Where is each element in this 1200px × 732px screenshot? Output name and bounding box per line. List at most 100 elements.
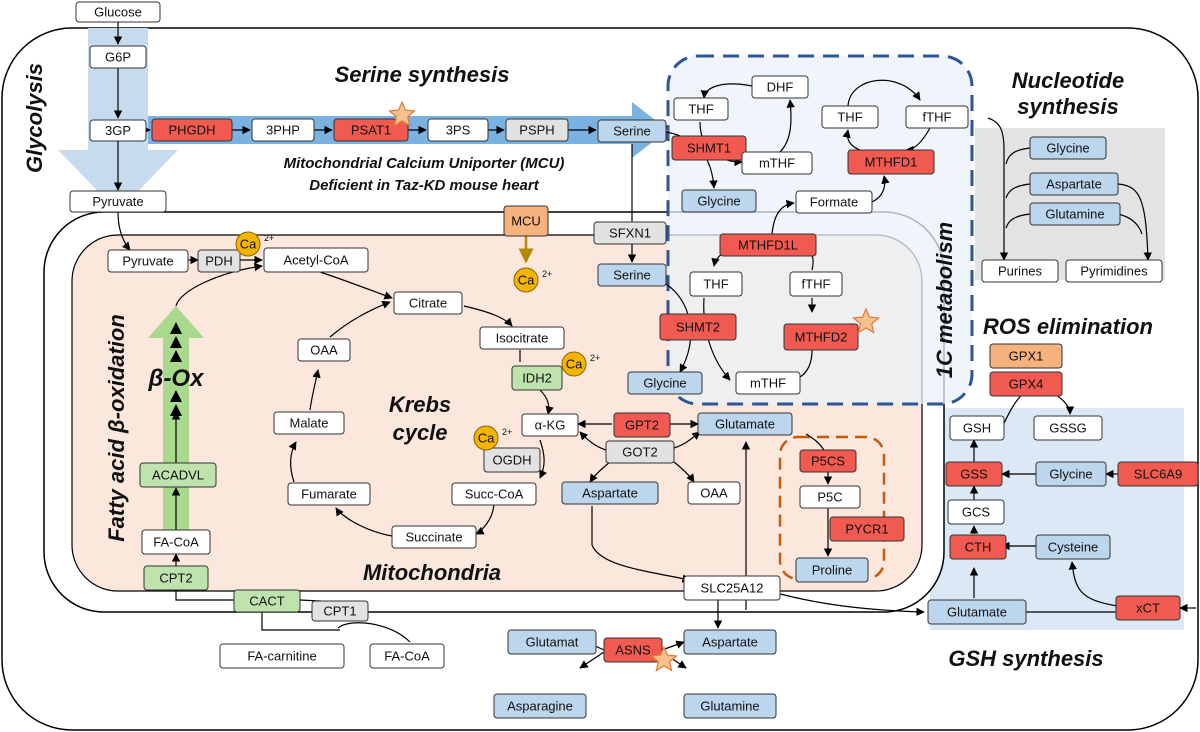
node-3php: 3PHP bbox=[251, 118, 315, 142]
node-glutamate-m: Glutamate bbox=[697, 412, 793, 436]
beta-oxidation-markers bbox=[170, 322, 182, 416]
node-gpt2: GPT2 bbox=[613, 412, 671, 438]
node-label: Aspartate bbox=[582, 486, 638, 501]
node-label: OGDH bbox=[493, 453, 532, 468]
node-label: Asparagine bbox=[507, 699, 573, 714]
mcu-caption-line2: Deficient in Taz-KD mouse heart bbox=[309, 177, 539, 194]
node-pyrimidines: Pyrimidines bbox=[1065, 259, 1163, 283]
node-oaa2: OAA bbox=[687, 481, 741, 505]
star-icon bbox=[852, 307, 880, 334]
edge bbox=[805, 433, 825, 451]
node-label: Citrate bbox=[409, 296, 447, 311]
node-slc25a12: SLC25A12 bbox=[683, 575, 781, 601]
node-mcu: MCU bbox=[503, 205, 549, 237]
calcium-charge: 2+ bbox=[502, 427, 512, 437]
node-label: GSS bbox=[960, 467, 988, 482]
node-glutamine-n: Glutamine bbox=[1029, 202, 1121, 226]
node-fumarate: Fumarate bbox=[287, 482, 371, 506]
nucleotide-synthesis-title-line1: Nucleotide bbox=[1012, 68, 1124, 93]
node-label: GSH bbox=[963, 421, 991, 436]
node-label: ACADVL bbox=[152, 468, 204, 483]
node-proline: Proline bbox=[795, 557, 869, 583]
edge bbox=[987, 117, 1009, 261]
node-citrate: Citrate bbox=[393, 291, 463, 315]
node-asparagine: Asparagine bbox=[493, 693, 587, 719]
node-glycine-n: Glycine bbox=[1029, 136, 1107, 160]
node-idh2: IDH2 bbox=[511, 365, 563, 391]
node-label: fTHF bbox=[802, 277, 831, 292]
node-label: 3PHP bbox=[266, 123, 300, 138]
gsh-synthesis-title: GSH synthesis bbox=[948, 646, 1103, 671]
edge bbox=[1005, 147, 1031, 165]
krebs-cycle-title-line2: cycle bbox=[392, 420, 447, 445]
node-gss: GSS bbox=[945, 461, 1003, 487]
node-label: Glutamine bbox=[1045, 207, 1104, 222]
edge bbox=[335, 507, 393, 537]
node-label: Aspartate bbox=[1046, 177, 1102, 192]
edge bbox=[1005, 213, 1031, 229]
edge bbox=[779, 593, 925, 616]
node-label: Glycine bbox=[1049, 467, 1092, 482]
node-label: P5CS bbox=[811, 454, 845, 469]
node-label: Glutamat bbox=[526, 635, 579, 650]
node-label: Succ-CoA bbox=[465, 487, 524, 502]
node-label: GPX4 bbox=[1009, 377, 1044, 392]
edge bbox=[673, 461, 695, 483]
edge bbox=[842, 129, 861, 151]
edge bbox=[288, 441, 297, 483]
node-label: MTHFD1 bbox=[865, 155, 918, 170]
calcium-symbol: Ca bbox=[566, 357, 583, 372]
node-glucose: Glucose bbox=[75, 1, 161, 23]
node-label: PSPH bbox=[519, 123, 554, 138]
node-oaa: OAA bbox=[297, 338, 351, 362]
node-label: OAA bbox=[700, 486, 728, 501]
node-label: SLC6A9 bbox=[1134, 467, 1182, 482]
node-label: MTHFD2 bbox=[795, 330, 848, 345]
edge bbox=[463, 305, 513, 327]
node-fa-coa-m: FA-CoA bbox=[141, 529, 211, 555]
glycolysis-title: Glycolysis bbox=[22, 63, 47, 173]
node-label: GSSG bbox=[1049, 421, 1087, 436]
node-fa-coa-c: FA-CoA bbox=[369, 643, 445, 669]
node-label: Acetyl-CoA bbox=[283, 253, 348, 268]
node-label: Malate bbox=[289, 416, 328, 431]
node-mthfd2: MTHFD2 bbox=[783, 323, 859, 351]
edge bbox=[539, 439, 547, 479]
node-label: Serine bbox=[613, 268, 651, 283]
node-label: G6P bbox=[105, 50, 131, 65]
edge bbox=[329, 300, 391, 338]
node-label: SLC25A12 bbox=[701, 581, 764, 596]
node-serine-mito: Serine bbox=[597, 263, 667, 287]
edge bbox=[591, 506, 691, 583]
calcium-charge: 2+ bbox=[590, 353, 600, 363]
edge bbox=[779, 99, 795, 153]
star-icon bbox=[650, 645, 678, 672]
node-label: PDH bbox=[205, 254, 232, 269]
node-label: Purines bbox=[998, 264, 1043, 279]
node-psat1: PSAT1 bbox=[333, 118, 409, 142]
nucleotide-synthesis-title-line2: synthesis bbox=[1017, 94, 1119, 119]
node-label: SHMT2 bbox=[676, 320, 720, 335]
node-label: Glycine bbox=[697, 194, 740, 209]
node-label: SHMT1 bbox=[687, 141, 731, 156]
node-glutamine-c: Glutamine bbox=[683, 693, 777, 719]
node-xct: xCT bbox=[1115, 595, 1181, 621]
node-label: CPT1 bbox=[323, 604, 356, 619]
node-shmt1: SHMT1 bbox=[671, 135, 747, 161]
node-label: PSAT1 bbox=[351, 123, 391, 138]
node-thf-c2: THF bbox=[821, 105, 879, 129]
fatty-acid-oxidation-title: Fatty acid β-oxidation bbox=[104, 314, 129, 542]
node-label: fTHF bbox=[923, 110, 952, 125]
calcium-symbol: Ca bbox=[240, 237, 257, 252]
node-label: 3GP bbox=[105, 123, 131, 138]
node-label: Glutamine bbox=[700, 699, 759, 714]
node-succ-coa: Succ-CoA bbox=[451, 482, 537, 506]
node-cpt1: CPT1 bbox=[311, 600, 369, 622]
edge bbox=[700, 83, 753, 99]
node-shmt2: SHMT2 bbox=[659, 313, 737, 341]
node-acadvl: ACADVL bbox=[139, 462, 217, 488]
mcu-caption-line1: Mitochondrial Calcium Uniporter (MCU) bbox=[284, 155, 565, 172]
